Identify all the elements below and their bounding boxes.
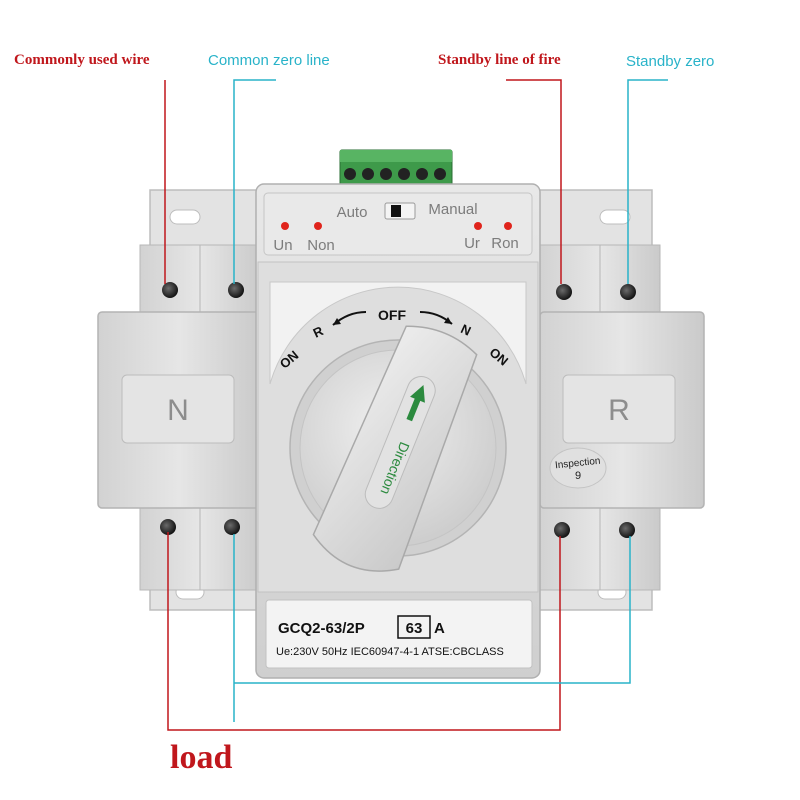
screw-icon [619, 522, 635, 538]
manual-label: Manual [428, 201, 477, 218]
spec-line: Ue:230V 50Hz IEC60947-4-1 ATSE:CBCLASS [276, 646, 504, 658]
callout-load-cyan-right [234, 536, 631, 684]
screw-icon [228, 282, 244, 298]
side-label-n: N [167, 394, 189, 427]
side-module-n: N [97, 311, 261, 509]
rating-unit: A [434, 620, 445, 637]
led-non-indicator [314, 222, 322, 230]
rating-label-plate: GCQ2-63/2P 63 A Ue:230V 50Hz IEC60947-4-… [265, 599, 533, 669]
label-common-zero-line: Common zero line [208, 52, 330, 69]
screw-icon [162, 282, 178, 298]
screw-icon [224, 519, 240, 535]
terminal-screws [160, 282, 636, 538]
non-label: Non [307, 237, 335, 254]
led-ron-indicator [504, 222, 512, 230]
inspection-number: 9 [575, 470, 581, 482]
dial-off-label: OFF [378, 307, 406, 323]
rotary-handle[interactable]: Direction [308, 316, 487, 583]
ur-label: Ur [464, 235, 480, 252]
rotary-knob[interactable]: Direction [289, 316, 507, 583]
rating-value: 63 [406, 620, 423, 637]
screw-icon [554, 522, 570, 538]
direction-arrow-icon [406, 384, 425, 422]
label-standby-line-of-fire: Standby line of fire [438, 52, 561, 68]
screw-icon [620, 284, 636, 300]
control-panel: Auto Manual Un Non Ur Ron [273, 201, 518, 254]
callout-standby-line-of-fire [506, 79, 562, 284]
side-module-r: R Inspection 9 [539, 311, 705, 509]
callout-common-zero-line [233, 79, 276, 284]
model-number: GCQ2-63/2P [278, 620, 365, 637]
auto-label: Auto [337, 204, 368, 221]
label-commonly-used-wire: Commonly used wire [14, 52, 150, 68]
green-terminal-block [339, 149, 453, 187]
callout-standby-zero [627, 79, 668, 284]
callout-load-red [167, 532, 561, 731]
screw-icon [160, 519, 176, 535]
ron-label: Ron [491, 235, 519, 252]
side-label-r: R [608, 394, 630, 427]
un-label: Un [273, 237, 292, 254]
label-load: load [170, 739, 232, 776]
inspection-label: Inspection [554, 456, 600, 472]
led-un-indicator [281, 222, 289, 230]
screw-icon [556, 284, 572, 300]
label-standby-zero: Standby zero [626, 53, 714, 70]
led-ur-indicator [474, 222, 482, 230]
callout-lines [164, 79, 668, 731]
